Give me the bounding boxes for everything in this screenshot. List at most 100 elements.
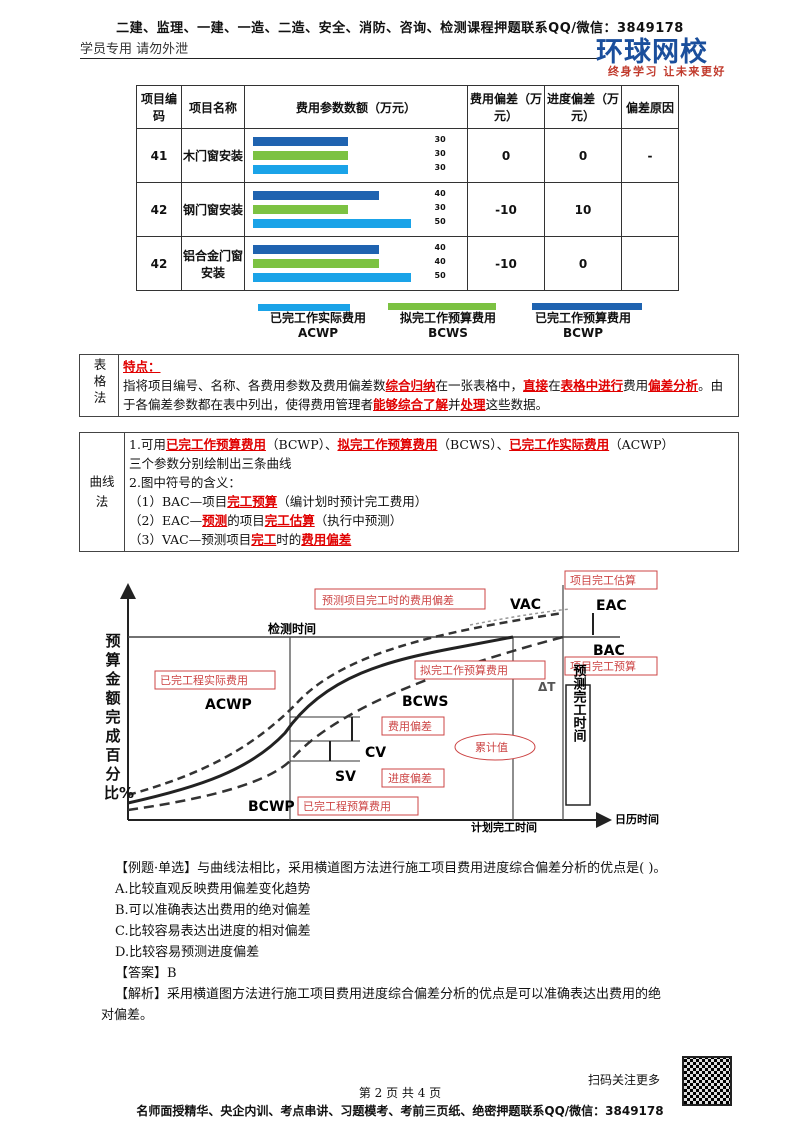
fee-bar [253, 259, 379, 268]
fee-bar [253, 191, 379, 200]
table-method-content: 特点： 指将项目编号、名称、各费用参数及费用偏差数综合归纳在一张表格中，直接在表… [118, 354, 739, 417]
table-method-label: 表格法 [79, 354, 119, 417]
bcwp-curve [127, 635, 564, 812]
option-a: A.比较直观反映费用偏差变化趋势 [115, 882, 311, 897]
highlight: 已完工作预算费用 [165, 437, 266, 452]
option-b: B.可以准确表达出费用的绝对偏差 [115, 903, 311, 918]
sv-label: SV [335, 769, 356, 785]
legend-swatch-bcwp [532, 303, 642, 310]
row-name: 钢门窗安装 [181, 182, 245, 237]
fee-bar-value: 30 [434, 135, 446, 144]
box-forecast [565, 684, 591, 806]
qr-code-icon[interactable] [682, 1056, 732, 1106]
text-seg: （BCWS）、 [437, 437, 510, 452]
box-cum-text: 累计值 [475, 741, 508, 754]
dt-label: ΔT [538, 680, 556, 694]
option-d: D.比较容易预测进度偏差 [115, 945, 260, 960]
row-sched-dev: 0 [544, 236, 622, 291]
curve-method-label: 曲线法 [79, 432, 125, 552]
feature-text: 指将项目编号、名称、各费用参数及费用偏差数综合归纳在一张表格中，直接在表格中进行… [123, 376, 734, 414]
bac-label: BAC [593, 643, 625, 659]
fee-bar-value: 40 [434, 189, 446, 198]
brand-logo: 环球网校 [596, 37, 708, 68]
text-seg: （2）EAC— [129, 513, 203, 528]
highlight: 费用偏差 [301, 532, 352, 547]
legend-text: 已完工作预算费用 [534, 311, 631, 325]
box-vac-text: 预测项目完工时的费用偏差 [322, 593, 454, 607]
box-vac [314, 588, 486, 610]
highlight: 直接 [523, 378, 549, 393]
row-name: 铝合金门窗安装 [181, 236, 245, 291]
answer: 【答案】B [115, 966, 177, 981]
fee-bar [253, 205, 348, 214]
fee-bar-value: 50 [434, 217, 446, 226]
fee-bar-value: 50 [434, 271, 446, 280]
col-header-sched-dev: 进度偏差（万元） [544, 85, 622, 129]
box-bcwp [297, 796, 419, 816]
box-eac [564, 570, 658, 590]
text-seg: 费用 [623, 378, 649, 393]
cv-label: CV [365, 745, 386, 761]
question-stem: 【例题·单选】与曲线法相比，采用横道图方法进行施工项目费用进度综合偏差分析的优点… [115, 861, 667, 876]
row-reason: - [621, 128, 679, 183]
box-bcwp-text: 已完工程预算费用 [303, 799, 391, 813]
eac-label: EAC [596, 598, 627, 614]
feature-title: 特点： [123, 359, 161, 374]
curve-line-2: 三个参数分别绘制出三条曲线 [129, 456, 292, 471]
box-bac-text: 项目完工预算 [570, 659, 636, 673]
fee-deviation-table: 项目编码 项目名称 费用参数数额（万元） 费用偏差（万元） 进度偏差（万元） 偏… [136, 85, 679, 291]
highlight: 能够综合了解 [373, 397, 449, 412]
acwp-curve [127, 611, 564, 797]
footer-contact-line: 名师面授精华、央企内训、考点串讲、习题模考、考前三页纸、绝密押题联系QQ/微信：… [136, 1104, 664, 1118]
earned-value-diagram: 预测项目完工时的费用偏差 项目完工估算 项目完工预算 已完工程实际费用 拟完工作… [120, 570, 659, 834]
highlight: 处理 [460, 397, 486, 412]
text-seg: 1.可用 [129, 437, 166, 452]
text-seg: （ACWP） [609, 437, 674, 452]
col-header-name: 项目名称 [181, 85, 245, 129]
text-seg: 的项目 [227, 513, 265, 528]
col-header-code: 项目编码 [136, 85, 182, 129]
text-seg: （执行中预测） [314, 513, 403, 528]
row-cost-dev: -10 [467, 182, 545, 237]
text-seg: 时的 [276, 532, 302, 547]
check-time-label: 检测时间 [268, 621, 316, 636]
highlight: 综合归纳 [385, 378, 436, 393]
fee-bar-value: 40 [434, 243, 446, 252]
row-code: 42 [136, 236, 182, 291]
highlight: 偏差分析 [648, 378, 699, 393]
text-seg: （1）BAC—项目 [129, 494, 228, 509]
analysis-line-2: 对偏差。 [101, 1008, 154, 1023]
text-seg: 指将项目编号、名称、各费用参数及费用偏差数 [123, 378, 386, 393]
box-acwp [154, 670, 276, 690]
fee-bar-value: 30 [434, 149, 446, 158]
row-cost-dev: -10 [467, 236, 545, 291]
legend-text: 拟完工作预算费用 [399, 311, 496, 325]
vac-label: VAC [510, 597, 541, 613]
text-seg: （BCWP）、 [265, 437, 338, 452]
header-contact-line: 二建、监理、一建、一造、二造、安全、消防、咨询、检测课程押题联系QQ/微信：38… [116, 21, 684, 36]
box-cv-text: 费用偏差 [388, 719, 432, 733]
table-header-row: 项目编码 项目名称 费用参数数额（万元） 费用偏差（万元） 进度偏差（万元） 偏… [136, 85, 679, 129]
fee-bar [253, 273, 411, 282]
col-header-cost-dev: 费用偏差（万元） [467, 85, 545, 129]
row-name: 木门窗安装 [181, 128, 245, 183]
row-sched-dev: 0 [544, 128, 622, 183]
header-notice: 学员专用 请勿外泄 [80, 42, 189, 57]
row-cost-dev: 0 [467, 128, 545, 183]
box-bcws [414, 660, 546, 680]
method-label-text: 表格法 [91, 358, 107, 408]
text-seg: 在一张表格中， [435, 378, 524, 393]
page-number: 第 2 页 共 4 页 [358, 1086, 442, 1100]
bcws-label: BCWS [402, 694, 448, 710]
row-code: 41 [136, 128, 182, 183]
col-header-params: 费用参数数额（万元） [244, 85, 468, 129]
fee-bar [253, 219, 411, 228]
legend-abbr: ACWP [297, 326, 339, 340]
highlight: 完工 [251, 532, 277, 547]
highlight: 已完工作实际费用 [509, 437, 610, 452]
y-axis-label: 预算金额完成百分比% [104, 632, 135, 802]
